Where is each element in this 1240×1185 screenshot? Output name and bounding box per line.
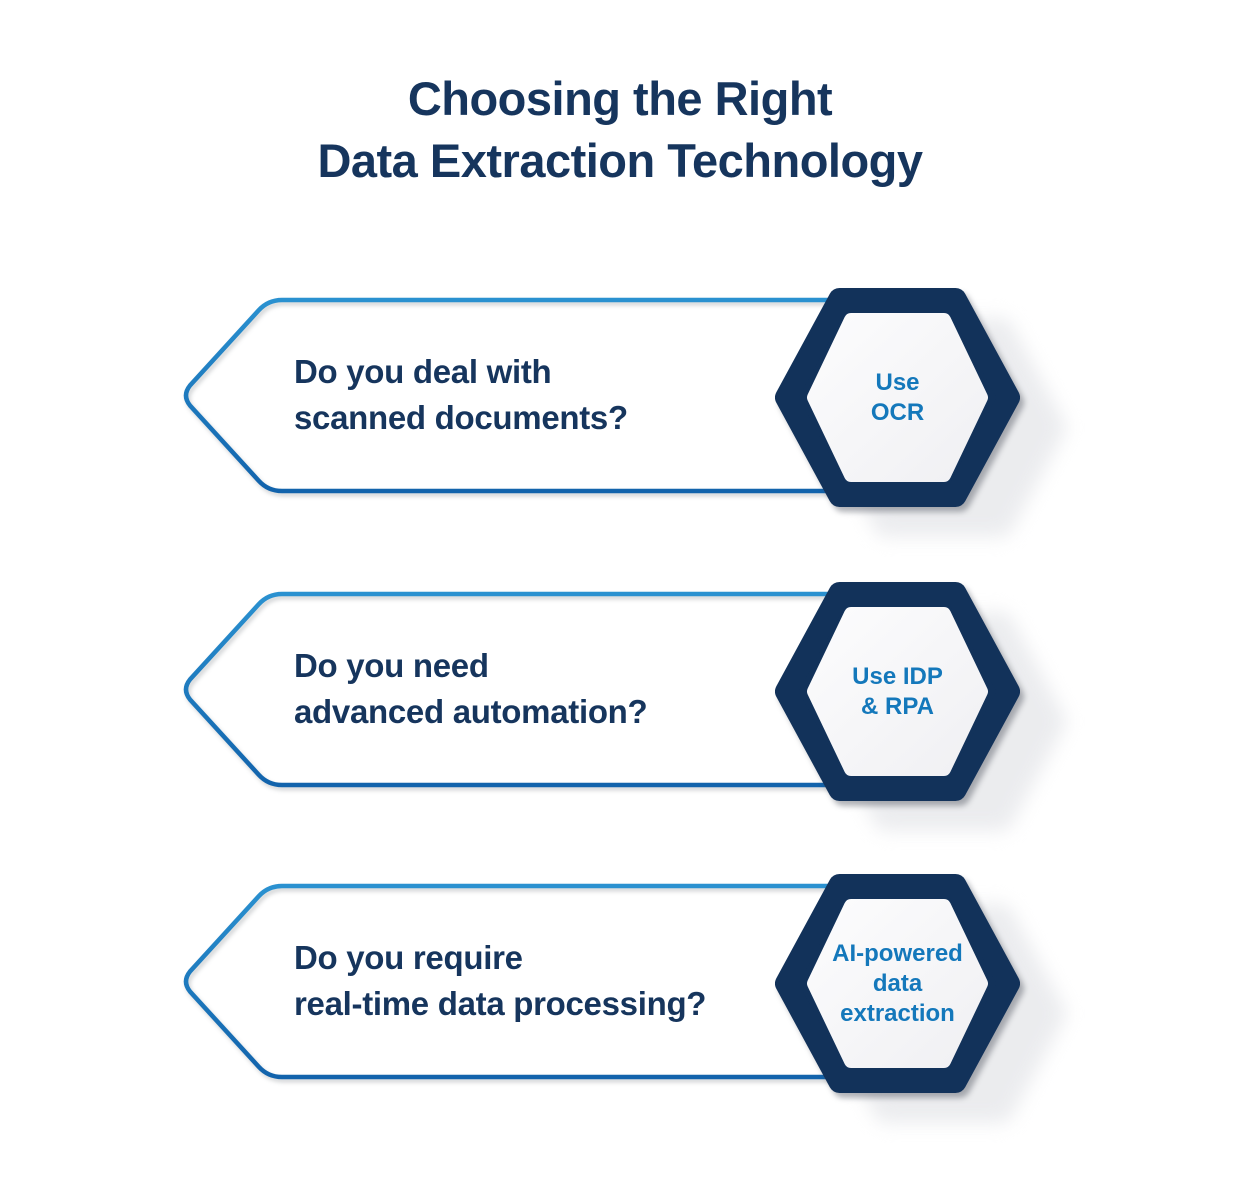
- question-text-3: Do you require real-time data processing…: [294, 939, 707, 1022]
- page-title: Choosing the Right Data Extraction Techn…: [317, 72, 923, 187]
- question-text-2: Do you need advanced automation?: [294, 647, 648, 730]
- decision-row-3-graphics: [183, 874, 1066, 1123]
- decision-row-2-graphics: [183, 582, 1066, 831]
- answer-label-1: Use OCR: [870, 369, 925, 426]
- question-arrow-outline: [183, 297, 943, 494]
- answer-hexagon-fill: [807, 607, 988, 776]
- decision-row-1-graphics: [183, 288, 1066, 537]
- question-text-1: Do you deal with scanned documents?: [294, 353, 628, 436]
- answer-label-3: AI-powered data extraction: [832, 940, 963, 1027]
- answer-label-2: Use IDP & RPA: [852, 663, 943, 720]
- answer-hexagon-fill: [807, 313, 988, 482]
- answer-hexagon-fill: [807, 899, 988, 1068]
- question-arrow-outline: [183, 883, 943, 1080]
- question-arrow-outline: [183, 591, 943, 788]
